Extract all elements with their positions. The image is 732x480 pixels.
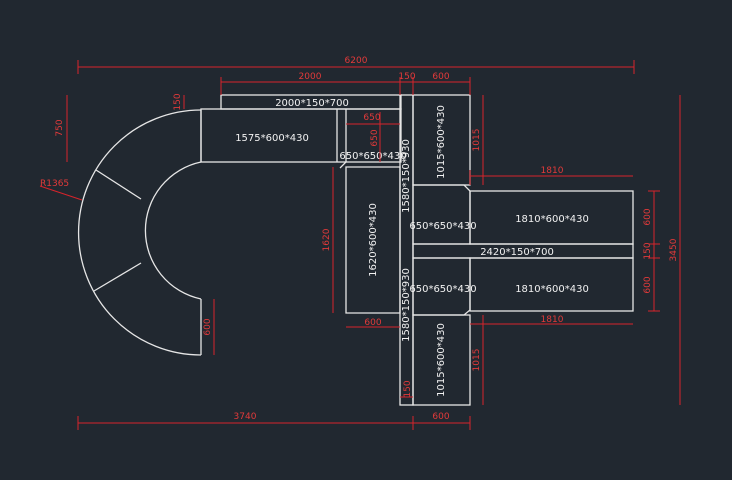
label-wing-bottom: 1810*600*430 [515,284,589,295]
dim-wing-150: 150 [643,242,653,259]
dim-bottom-600: 600 [432,412,449,422]
wing-seat-bottom [469,257,634,312]
curved-sofa-inner [144,161,202,300]
label-left-column: 1620*600*430 [368,203,379,277]
dim-wing-1810-top: 1810 [541,166,564,176]
dim-inner-650-v: 650 [370,129,380,146]
label-wing-divider: 2420*150*700 [480,247,554,258]
label-corner-top: 650*650*430 [339,151,406,162]
dim-wing-1810-bottom: 1810 [541,315,564,325]
dim-total-height: 3450 [669,238,679,261]
dimension-texts: 6200 2000 150 600 750 150 R1365 650 650 … [40,56,679,422]
label-right-column-bottom: 1015*600*430 [436,323,447,397]
label-corner-mid-bottom: 650*650*430 [409,284,476,295]
curved-sofa-joint-2 [93,262,142,292]
dim-inner-650: 650 [363,113,380,123]
dim-col-1620: 1620 [322,228,332,251]
dim-right-1015-top: 1015 [472,129,482,152]
dim-wing-600-b: 600 [643,276,653,293]
dim-left-150: 150 [173,93,183,110]
dim-left-750: 750 [55,119,65,136]
dim-top-2000: 2000 [299,72,322,82]
curved-sofa-joint-1 [95,169,142,200]
dim-bottom-150: 150 [403,380,413,397]
label-top-bar: 2000*150*700 [275,98,349,109]
label-divider-top: 1580*150*930 [401,139,412,213]
dim-radius: R1365 [40,179,69,189]
corner-piece-top [339,109,347,169]
top-seat-segment [200,108,402,163]
dim-foot-600: 600 [203,318,213,335]
dim-total-width: 6200 [345,56,368,66]
furniture-outlines [77,94,634,406]
label-corner-mid-top: 650*650*430 [409,221,476,232]
dim-top-600: 600 [432,72,449,82]
label-divider-bottom: 1580*150*930 [401,268,412,342]
piece-labels: 2000*150*700 1575*600*430 650*650*430 10… [235,98,589,397]
label-wing-top: 1810*600*430 [515,214,589,225]
label-top-segment: 1575*600*430 [235,133,309,144]
dim-bottom-600-mid: 600 [364,318,381,328]
curved-sofa-outer [77,109,202,356]
dim-wing-600-a: 600 [643,208,653,225]
dimension-lines [39,60,681,430]
dim-top-150: 150 [398,72,415,82]
corner-piece-mid-top [412,184,471,245]
dim-total-3740: 3740 [234,412,257,422]
label-right-column-top: 1015*600*430 [436,105,447,179]
dim-right-1015-bottom: 1015 [472,349,482,372]
